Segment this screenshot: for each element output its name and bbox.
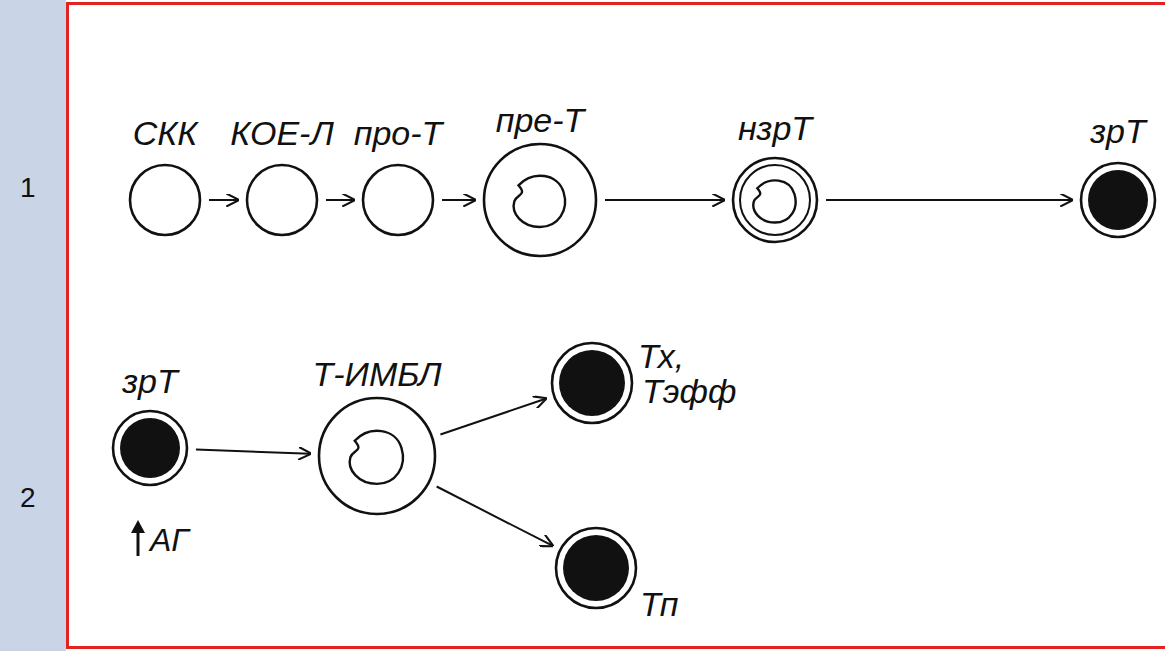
- cell-inner-ring: [740, 165, 810, 235]
- row-number: 2: [20, 482, 36, 514]
- cell-membrane: [113, 411, 187, 485]
- cell-label: зрТ: [1090, 112, 1145, 151]
- arrow-connector: [442, 199, 475, 201]
- cell-node: Т-ИМБЛ: [312, 355, 441, 518]
- cell-membrane: [556, 528, 636, 608]
- cell-symbol: [552, 524, 640, 612]
- cell-membrane: [552, 343, 632, 423]
- cell-node: про-Т: [354, 114, 443, 239]
- cell-label: Тэфф: [642, 372, 736, 411]
- cell-node: СКК: [126, 114, 204, 239]
- cell-label: Тп: [640, 585, 678, 624]
- cell-node: зрТ: [1077, 112, 1159, 241]
- cell-nucleus: [350, 431, 403, 484]
- cell-node: КОЕ-Л: [230, 114, 333, 239]
- cell-label: про-Т: [354, 114, 443, 153]
- cell-label: нзрТ: [738, 109, 812, 148]
- cell-node: Тх,Тэфф: [548, 337, 736, 427]
- cell-node: Тп: [552, 524, 678, 624]
- cell-symbol: [1077, 159, 1159, 241]
- cell-membrane: [130, 165, 200, 235]
- arrow-connector: [196, 450, 310, 454]
- cell-symbol: [359, 161, 437, 239]
- cell-membrane: [484, 144, 596, 256]
- antigen-arrow-head: [131, 520, 145, 533]
- antigen-label: АГ: [150, 522, 189, 559]
- cell-nucleus: [1088, 170, 1148, 230]
- arrow-connector: [209, 199, 238, 201]
- arrow-connector: [440, 399, 545, 435]
- arrow-connector: [605, 199, 724, 201]
- cell-symbol: [480, 140, 600, 260]
- cell-label: пре-Т: [496, 101, 585, 140]
- cell-label: СКК: [133, 114, 198, 153]
- cell-nucleus: [120, 418, 180, 478]
- side-band: [0, 0, 66, 651]
- cell-symbol: [126, 161, 204, 239]
- cell-nucleus: [559, 350, 625, 416]
- cell-symbol: [243, 161, 321, 239]
- cell-membrane: [319, 398, 435, 514]
- cell-membrane: [1081, 163, 1155, 237]
- cell-symbol: [109, 407, 191, 489]
- cell-nucleus: [514, 176, 565, 227]
- arrow-connector: [437, 487, 553, 546]
- cell-nucleus: [753, 180, 795, 222]
- cell-label: зрТ: [122, 362, 177, 401]
- row-number: 1: [20, 172, 36, 204]
- antigen-arrow-shaft: [137, 530, 140, 556]
- cell-symbol: [315, 394, 439, 518]
- arrow-connector: [326, 199, 354, 201]
- cell-label: Т-ИМБЛ: [312, 355, 441, 394]
- cell-node: зрТ: [109, 362, 191, 489]
- cell-label: Тх,: [638, 337, 684, 376]
- cell-membrane: [247, 165, 317, 235]
- cell-label: КОЕ-Л: [230, 114, 333, 153]
- cell-node: нзрТ: [729, 109, 821, 246]
- cell-nucleus: [563, 535, 629, 601]
- cell-membrane: [733, 158, 817, 242]
- arrow-connector: [826, 199, 1072, 201]
- cell-symbol: [729, 154, 821, 246]
- cell-node: пре-Т: [480, 101, 600, 260]
- cell-symbol: [548, 339, 636, 427]
- cell-membrane: [363, 165, 433, 235]
